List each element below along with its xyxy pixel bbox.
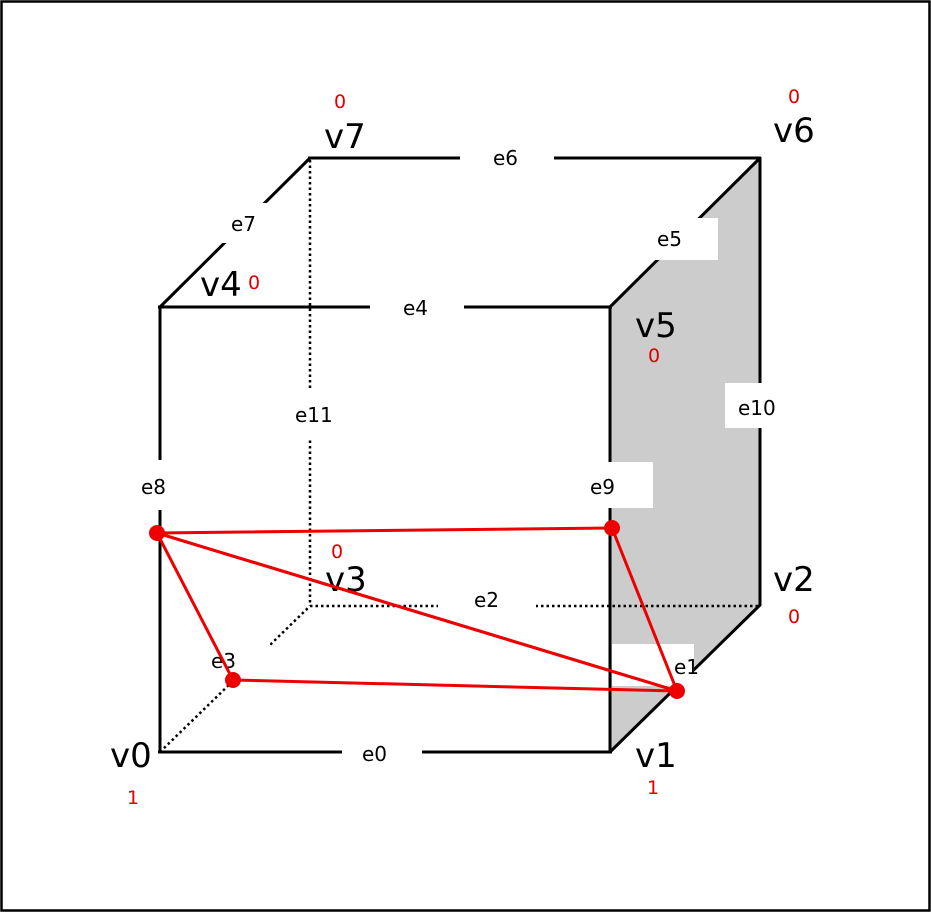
edge-label-e11: e11 — [295, 403, 333, 427]
edge-label-e10: e10 — [738, 396, 776, 420]
edge-labels: e0 e1 e2 e3 e4 e5 e6 e7 e8 e9 e10 e11 — [141, 146, 776, 766]
vertex-label-v6: v6 — [773, 111, 815, 151]
vertex-labels: v0 v1 v2 v3 v4 v5 v6 v7 — [110, 111, 815, 776]
edge-label-e5: e5 — [657, 227, 682, 251]
vertex-label-v2: v2 — [773, 560, 815, 600]
edge-label-e1: e1 — [674, 655, 699, 679]
edge-label-backgrounds — [122, 143, 795, 768]
intersection-point-e9 — [604, 520, 620, 536]
edge-label-e8: e8 — [141, 475, 166, 499]
edge-label-e2: e2 — [474, 588, 499, 612]
vertex-value-v2: 0 — [788, 606, 800, 628]
edge-label-e7: e7 — [231, 212, 256, 236]
vertex-values: 1 1 0 0 0 0 0 0 — [127, 86, 800, 809]
shaded-face — [610, 157, 760, 752]
vertex-label-v0: v0 — [110, 736, 152, 776]
triangle-e8-e1-e9 — [156, 526, 680, 694]
vertex-value-v4: 0 — [248, 272, 260, 294]
vertex-label-v5: v5 — [635, 306, 677, 346]
vertex-value-v3: 0 — [331, 541, 343, 563]
vertex-label-v4: v4 — [200, 265, 242, 305]
edge-label-e4: e4 — [403, 296, 428, 320]
intersection-point-e1 — [669, 683, 685, 699]
vertex-value-v1: 1 — [647, 777, 659, 799]
intersection-point-e8 — [149, 525, 165, 541]
vertex-value-v7: 0 — [334, 91, 346, 113]
vertex-label-v7: v7 — [324, 117, 366, 157]
edge-label-e9: e9 — [590, 475, 615, 499]
triangulation — [149, 520, 685, 699]
vertex-label-v1: v1 — [635, 736, 677, 776]
intersection-point-e3 — [225, 672, 241, 688]
vertex-value-v0: 1 — [127, 787, 139, 809]
edge-label-e0: e0 — [362, 742, 387, 766]
edge-label-e6: e6 — [493, 146, 518, 170]
vertex-value-v6: 0 — [788, 86, 800, 108]
vertex-value-v5: 0 — [648, 345, 660, 367]
